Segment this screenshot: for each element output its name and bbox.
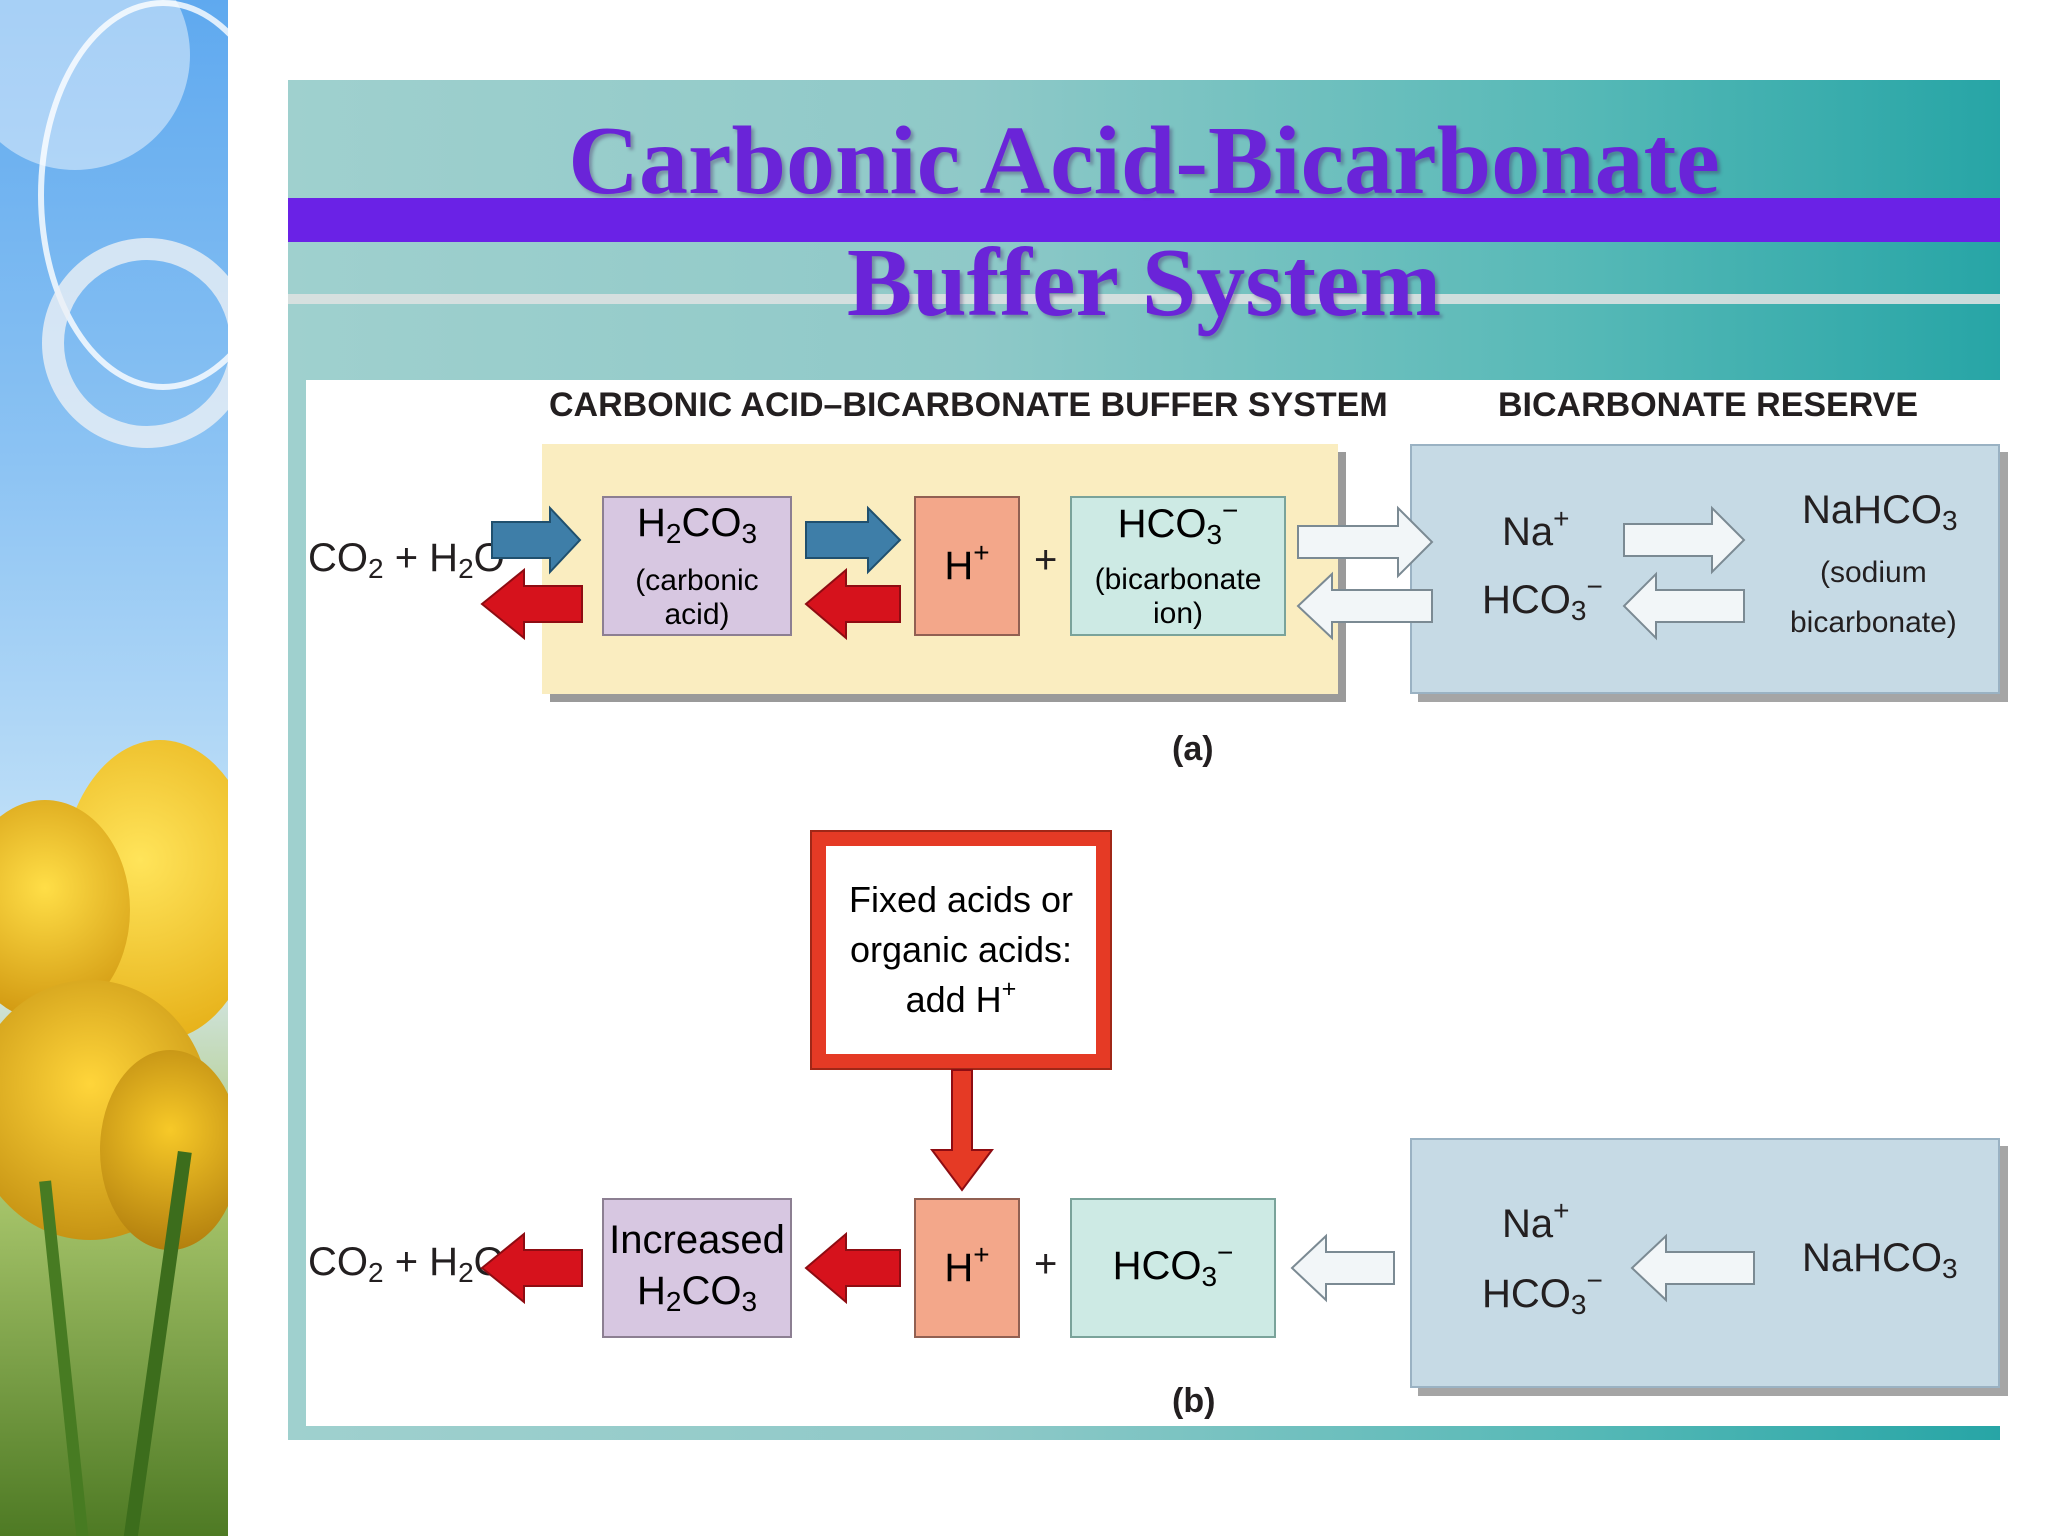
down-arrow-icon <box>930 1069 994 1192</box>
reserve-sodium-ion-b: Na+ <box>1502 1195 1570 1246</box>
buffer-diagram: CARBONIC ACID–BICARBONATE BUFFER SYSTEM … <box>306 380 2000 1426</box>
hollow-right-arrow-icon <box>1297 505 1434 579</box>
acid-source-inner: Fixed acids or organic acids: add H+ <box>826 846 1096 1054</box>
reserve-bicarbonate-ion: HCO3− <box>1482 571 1603 626</box>
hydrogen-ion-box: H+ <box>914 496 1020 636</box>
increased-formula: H2CO3 <box>636 1269 758 1317</box>
acid-source-line2: organic acids: <box>849 929 1073 970</box>
sodium-bicarbonate-name-line2: bicarbonate) <box>1790 606 1957 639</box>
bicarbonate-formula-b: HCO3− <box>1112 1236 1234 1292</box>
increased-label: Increased <box>609 1218 785 1262</box>
bicarbonate-reserve-panel-b <box>1410 1138 2000 1388</box>
sodium-bicarbonate-formula: NaHCO3 <box>1802 488 1958 536</box>
reverse-arrow-icon <box>804 567 901 641</box>
bicarbonate-ion-box: HCO3− (bicarbonate ion) <box>1070 496 1286 636</box>
reverse-arrow-icon <box>804 1231 901 1305</box>
hydrogen-ion-label-b: H+ <box>944 1238 990 1290</box>
plus-sign: + <box>1034 538 1058 582</box>
forward-arrow-icon <box>491 505 582 575</box>
bicarbonate-formula: HCO3− <box>1117 494 1239 550</box>
tulip-petal <box>100 1050 228 1250</box>
hollow-left-arrow-icon <box>1630 1233 1755 1303</box>
co2-water-label-b: CO2 + H2O <box>308 1240 505 1288</box>
acid-source-line3: add H+ <box>905 974 1017 1020</box>
carbonic-acid-name: (carbonic acid) <box>635 563 759 631</box>
bicarbonate-name: (bicarbonate ion) <box>1094 562 1262 630</box>
sodium-bicarbonate-formula-b: NaHCO3 <box>1802 1236 1958 1284</box>
carbonic-acid-box: H2CO3 (carbonic acid) <box>602 496 792 636</box>
hollow-right-arrow-icon <box>1623 505 1746 575</box>
bicarbonate-ion-box-b: HCO3− <box>1070 1198 1276 1338</box>
title-underline-band <box>288 198 2000 242</box>
reserve-bicarbonate-ion-b: HCO3− <box>1482 1265 1603 1320</box>
hollow-left-arrow-icon <box>1290 1233 1395 1303</box>
increased-carbonic-acid-box: Increased H2CO3 <box>602 1198 792 1338</box>
forward-arrow-icon <box>805 505 902 575</box>
acid-source-line1: Fixed acids or <box>848 879 1074 920</box>
slide-panel: Carbonic Acid-Bicarbonate Buffer System … <box>288 80 2000 1440</box>
header-bicarbonate-reserve: BICARBONATE RESERVE <box>1498 386 1919 424</box>
caption-b: (b) <box>1172 1382 1216 1420</box>
hollow-left-arrow-icon <box>1622 571 1745 641</box>
co2-water-label: CO2 + H2O <box>308 536 505 584</box>
header-buffer-system: CARBONIC ACID–BICARBONATE BUFFER SYSTEM <box>549 386 1388 424</box>
reverse-arrow-icon <box>480 567 583 641</box>
caption-a: (a) <box>1172 730 1214 768</box>
slide-title: Carbonic Acid-Bicarbonate Buffer System <box>568 107 1720 337</box>
reserve-sodium-ion: Na+ <box>1502 503 1570 554</box>
sodium-bicarbonate-name-line1: (sodium <box>1820 556 1927 589</box>
decorative-sidebar <box>0 0 228 1536</box>
reverse-arrow-icon <box>480 1231 583 1305</box>
hydrogen-ion-label: H+ <box>944 536 990 588</box>
bicarbonate-reserve-panel <box>1410 444 2000 694</box>
acid-source-box: Fixed acids or organic acids: add H+ <box>810 830 1112 1070</box>
hollow-left-arrow-icon <box>1296 571 1433 641</box>
reaction-arrows <box>480 505 1755 1305</box>
plus-sign-b: + <box>1034 1242 1058 1286</box>
hydrogen-ion-box-b: H+ <box>914 1198 1020 1338</box>
title-thin-band <box>288 294 2000 304</box>
carbonic-acid-formula: H2CO3 <box>636 500 758 549</box>
